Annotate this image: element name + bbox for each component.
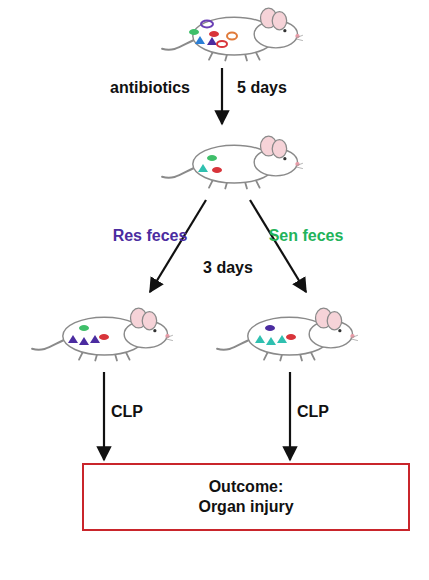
arrow [104, 68, 306, 460]
group-label: Res feces [113, 227, 188, 245]
duration-label: 3 days [203, 259, 253, 277]
outcome-box: Outcome: Organ injury [82, 463, 410, 531]
bacteria [198, 155, 222, 173]
group-label: Sen feces [269, 227, 344, 245]
duration-label: 5 days [237, 79, 287, 97]
bacteria [68, 325, 109, 345]
step-label: antibiotics [110, 79, 190, 97]
bacteria [189, 21, 237, 48]
bacteria [255, 325, 296, 345]
procedure-label: CLP [297, 403, 329, 421]
procedure-label: CLP [111, 403, 143, 421]
box-text: Outcome: Organ injury [190, 477, 302, 517]
